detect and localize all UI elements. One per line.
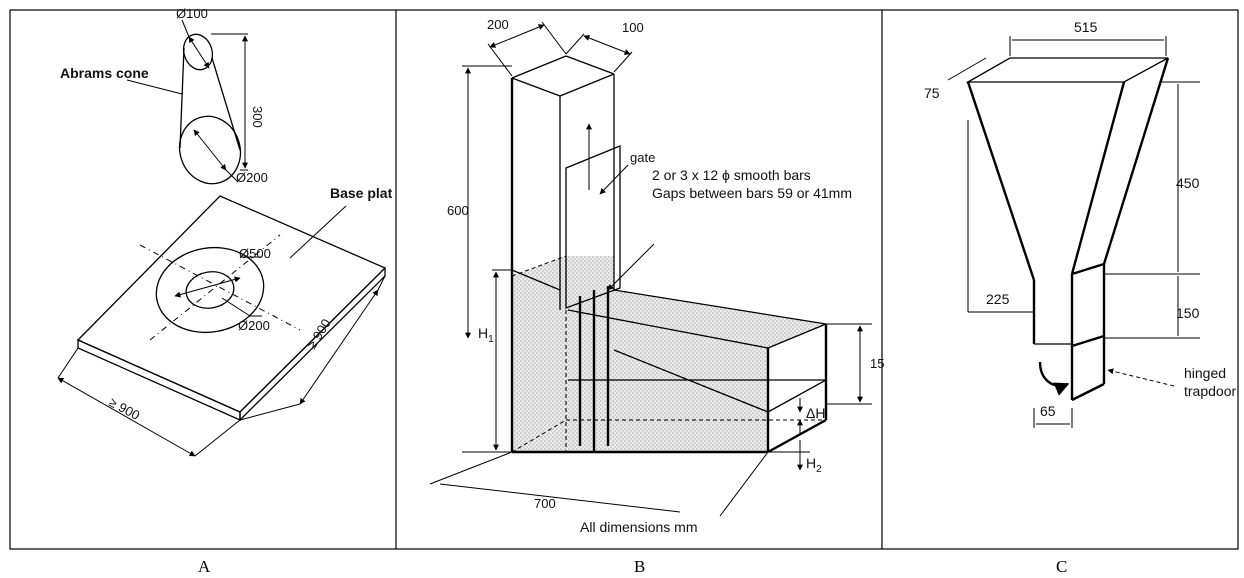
- length-dim: 700: [534, 496, 556, 511]
- abrams-cone: Ø100 300 Ø200 Abrams cone: [60, 6, 268, 185]
- h2-label: H: [806, 455, 816, 471]
- trapdoor-label-line2: trapdoor: [1184, 383, 1236, 399]
- delta-h-label: ΔH: [806, 405, 825, 421]
- side-left-dim: ≥ 900: [107, 394, 143, 422]
- base-plate-label: Base plat: [330, 185, 393, 201]
- panel-c: 515 75 450 225 150 65 hinged trapdoor: [924, 19, 1236, 428]
- top-diameter-dim: Ø100: [176, 6, 208, 21]
- caption-c: C: [1056, 557, 1067, 576]
- side-right-dim: ≥ 900: [304, 316, 334, 351]
- depth-dim: 100: [622, 20, 644, 35]
- dimensions-b: 200 100 600 H1 15 ΔH H2 7: [429, 17, 884, 517]
- top-width-dim: 515: [1074, 19, 1098, 35]
- trapdoor-label-line1: hinged: [1184, 365, 1226, 381]
- cone-height-dim: 300: [250, 106, 265, 128]
- dimensions-c: 515 75 450 225 150 65: [924, 19, 1200, 428]
- h2-subscript: 2: [816, 464, 822, 475]
- h1-label: H: [478, 325, 488, 341]
- base-plate: Ø500 Ø200 ≥ 900 ≥ 900 Base plat: [57, 185, 393, 457]
- width-dim: 200: [487, 17, 509, 32]
- bars-note-line1: 2 or 3 x 12 ϕ smooth bars: [652, 167, 811, 183]
- units-note: All dimensions mm: [580, 519, 697, 535]
- outlet-width-dim: 65: [1040, 403, 1056, 419]
- gate-label: gate: [630, 150, 655, 165]
- inner-circle-dim: Ø200: [238, 318, 270, 333]
- caption-b: B: [634, 557, 645, 576]
- outlet-height-dim: 150: [1176, 305, 1200, 321]
- end-height-dim: 15: [870, 356, 884, 371]
- height-dim: 600: [447, 203, 469, 218]
- svg-text:H2: H2: [806, 455, 822, 475]
- reinforcing-bars: [565, 243, 655, 452]
- panel-frame: [9, 9, 1239, 550]
- bars-note-line2: Gaps between bars 59 or 41mm: [652, 185, 852, 201]
- caption-a: A: [198, 557, 211, 576]
- svg-text:H1: H1: [478, 325, 494, 345]
- panel-b: gate 2: [429, 17, 884, 535]
- funnel: [965, 57, 1170, 402]
- gate: gate: [565, 123, 655, 309]
- trapdoor-arrow: [1038, 361, 1070, 396]
- vertical-column: [510, 55, 615, 452]
- bottom-diameter-dim: Ø200: [236, 170, 268, 185]
- abrams-cone-label: Abrams cone: [60, 65, 149, 81]
- total-height-dim: 225: [986, 291, 1010, 307]
- funnel-height-dim: 450: [1176, 175, 1200, 191]
- h1-subscript: 1: [488, 334, 494, 345]
- panel-a: Ø500 Ø200 ≥ 900 ≥ 900 Base plat Ø100: [57, 6, 393, 457]
- outer-circle-dim: Ø500: [239, 246, 271, 261]
- top-depth-dim: 75: [924, 85, 940, 101]
